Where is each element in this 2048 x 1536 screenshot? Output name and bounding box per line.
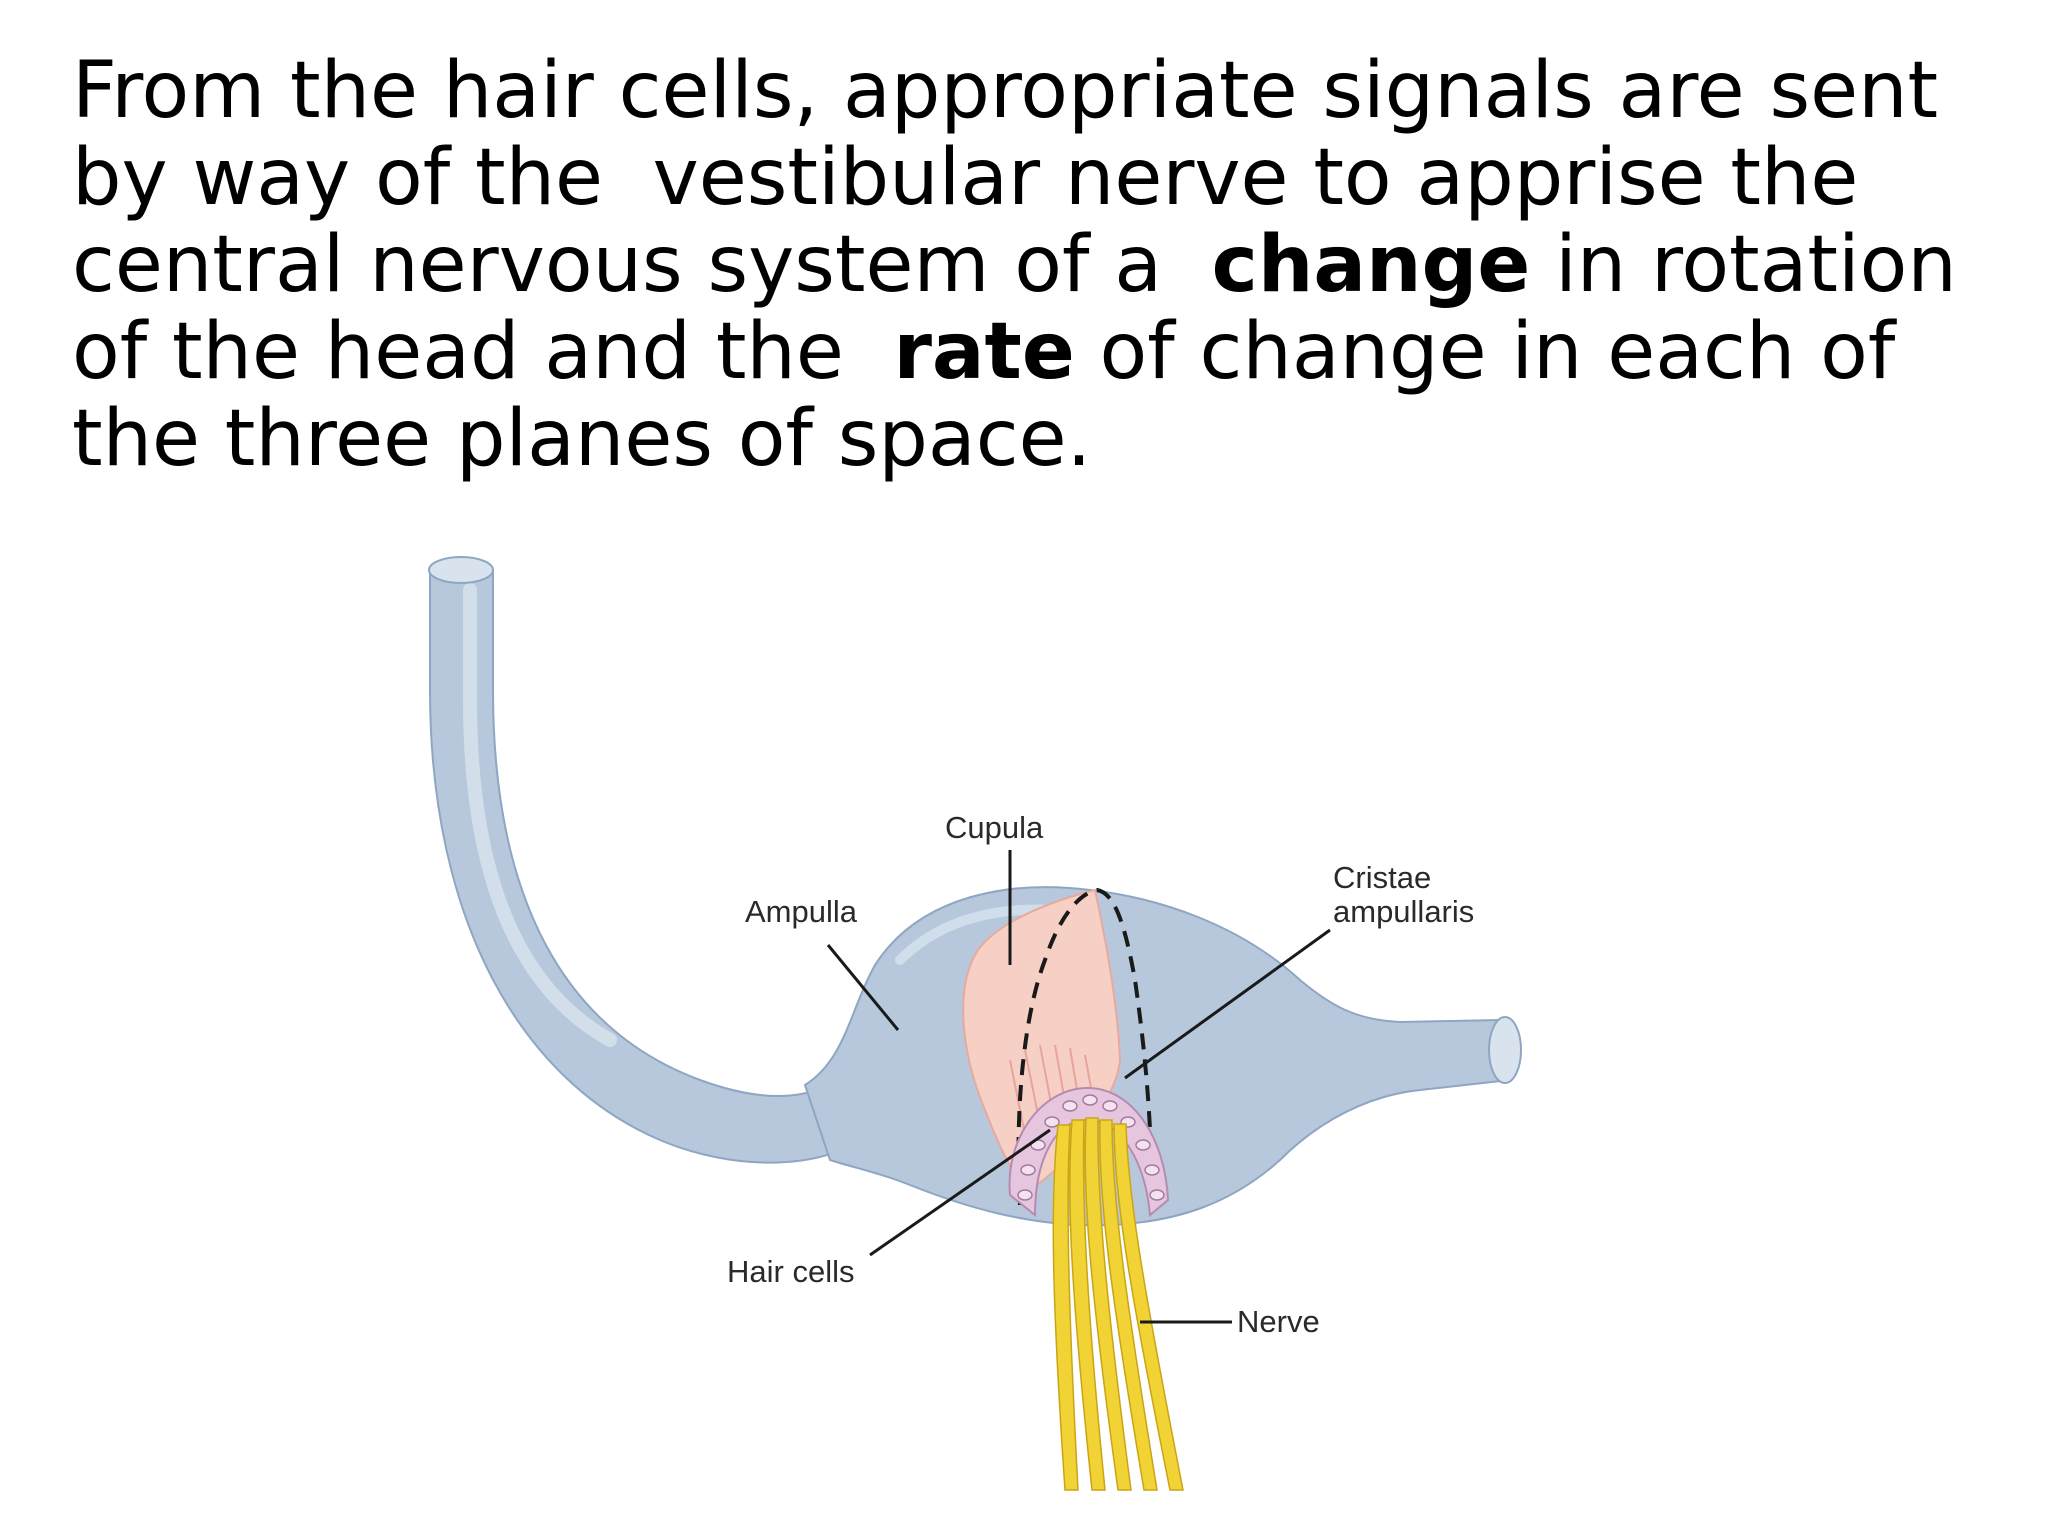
paragraph-line-2: by way of the vestibular nerve to appris…	[72, 133, 1859, 223]
paragraph-line-5: the three planes of space.	[72, 394, 1092, 484]
canal-opening-right	[1488, 1016, 1522, 1084]
label-cristae-line-1: Cristae	[1333, 860, 1431, 895]
body-paragraph: From the hair cells, appropriate signals…	[72, 48, 1972, 483]
semicircular-canal	[429, 569, 882, 1164]
canal-opening-top	[428, 556, 494, 584]
hair-cell-nuclei	[1017, 1094, 1165, 1201]
hair-cells-leader-line	[869, 1128, 1051, 1257]
cristae-leader-line	[1124, 928, 1331, 1080]
cupula-resting-outline	[1016, 887, 1154, 1211]
line-3-start: central nervous system of a	[72, 220, 1212, 310]
line-3-end: in rotation	[1530, 220, 1957, 310]
label-cupula: Cupula	[945, 810, 1044, 845]
paragraph-line-3: central nervous system of a change in ro…	[72, 222, 1972, 309]
paragraph-line-1: From the hair cells, appropriate signals…	[72, 46, 1939, 136]
label-hair-cells: Hair cells	[727, 1254, 854, 1289]
ampulla-leader-line	[826, 944, 900, 1031]
bold-word-rate: rate	[893, 307, 1075, 397]
label-cristae-line-2: ampullaris	[1333, 894, 1474, 929]
label-ampulla: Ampulla	[745, 894, 858, 929]
canal-highlight	[463, 583, 617, 1047]
line-4-start: of the head and the	[72, 307, 894, 397]
label-nerve: Nerve	[1237, 1304, 1320, 1339]
bold-word-change: change	[1211, 220, 1531, 310]
vestibular-nerve-fibers	[1052, 1117, 1184, 1491]
paragraph-line-4: of the head and the rate of change in ea…	[72, 309, 1972, 396]
line-4-end: of change in each of	[1074, 307, 1896, 397]
